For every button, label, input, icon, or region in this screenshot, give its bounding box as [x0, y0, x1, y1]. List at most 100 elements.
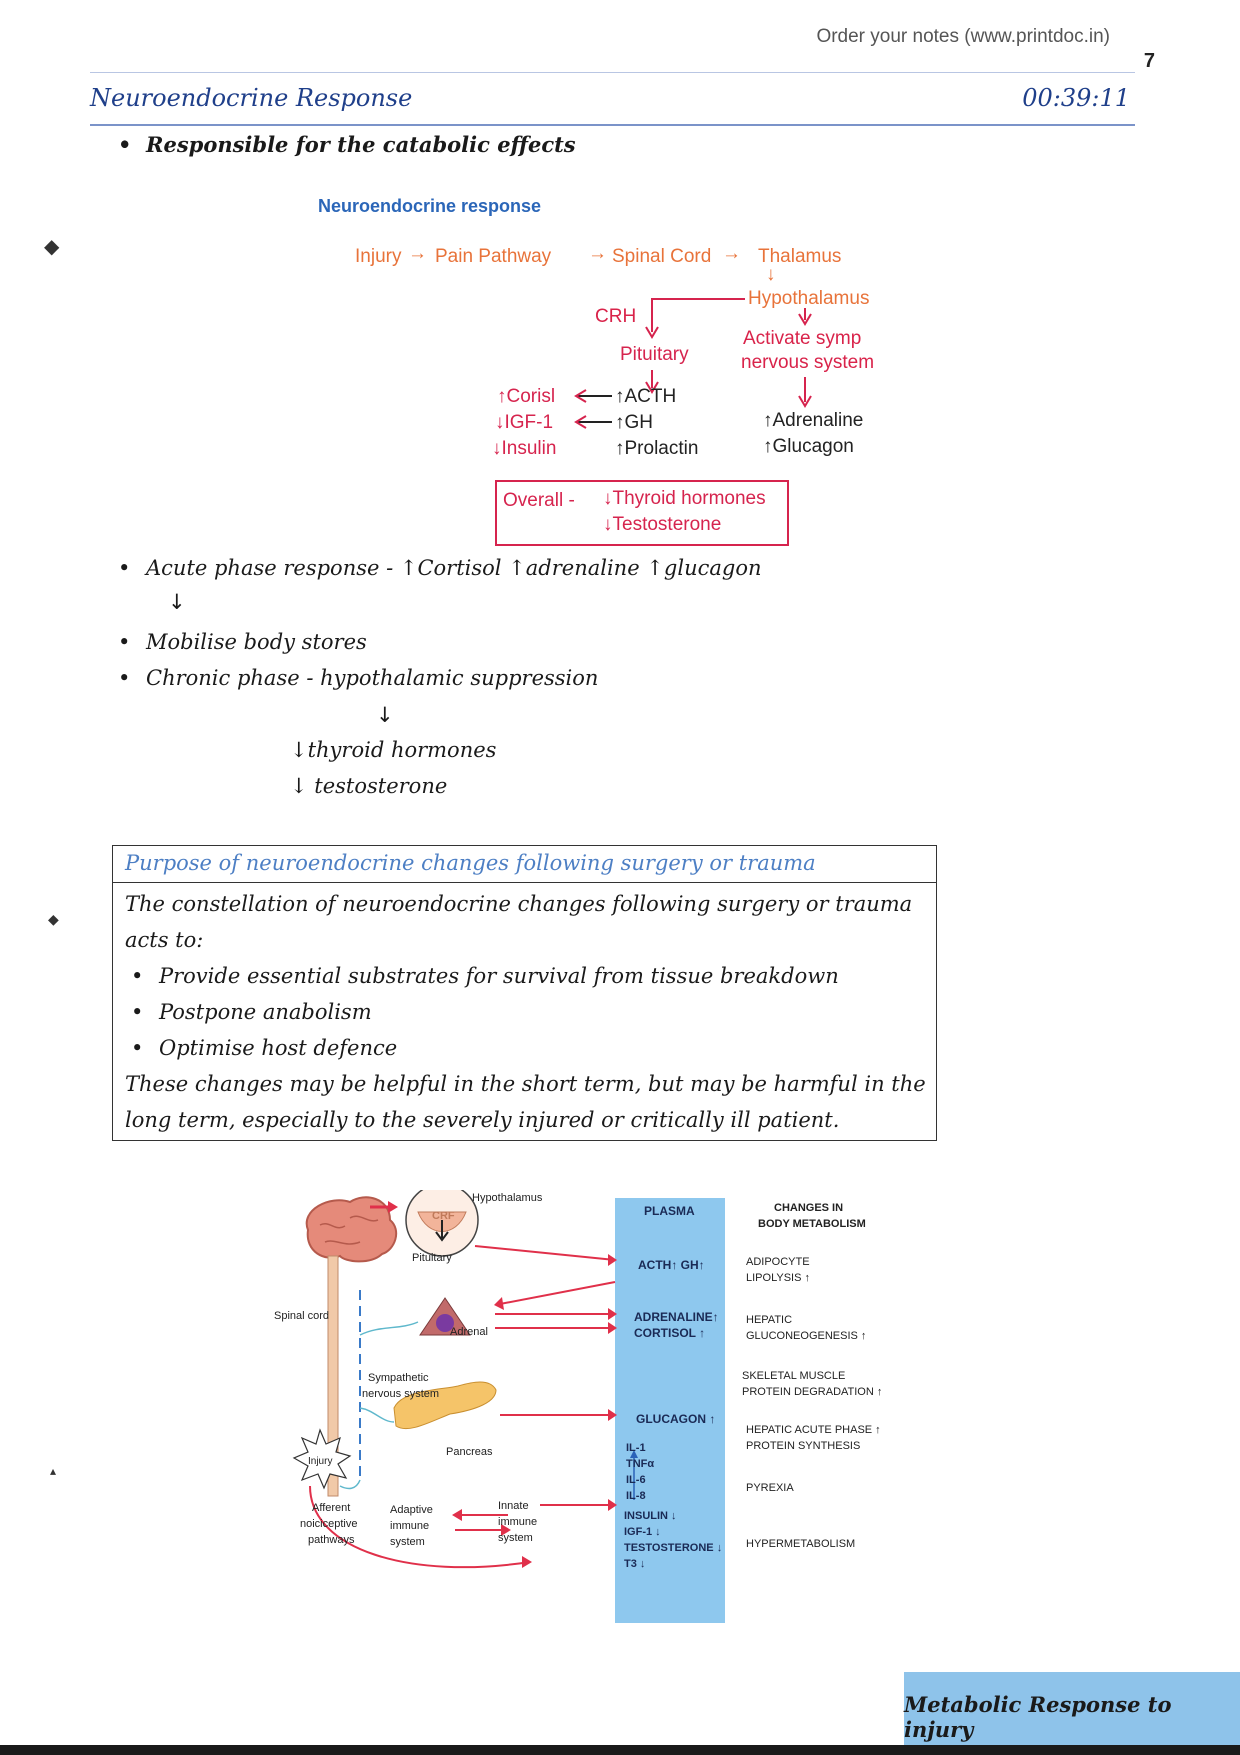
- fig-il1: IL-1: [626, 1442, 646, 1454]
- fig-glucagon: GLUCAGON ↑: [636, 1412, 716, 1426]
- flow-pituitary: Pituitary: [620, 344, 689, 365]
- purpose-line-1: The constellation of neuroendocrine chan…: [125, 892, 913, 916]
- flow-arrow-icon: →: [722, 243, 741, 264]
- acute-phase-bullet: Acute phase response - ↑Cortisol ↑adrena…: [118, 556, 762, 580]
- fig-pancreas: Pancreas: [446, 1446, 493, 1458]
- fig-il8: IL-8: [626, 1490, 646, 1502]
- purpose-line-2: acts to:: [125, 928, 204, 952]
- flow-prolactin: ↑Prolactin: [615, 438, 699, 459]
- neuroendocrine-figure: Hypothalamus CRF Pituitary Spinal cord A…: [274, 1190, 930, 1630]
- plasma-column: [615, 1198, 725, 1623]
- fig-hepatic: HEPATIC: [746, 1314, 793, 1326]
- neuroendocrine-flow-diagram: Neuroendocrine response Injury → Pain Pa…: [300, 190, 920, 550]
- scan-mark: ◆: [48, 912, 59, 928]
- flow-injury: Injury: [355, 246, 402, 267]
- flow-igf: ↓IGF-1: [495, 412, 554, 433]
- flow-cortisol: ↑Corisl: [497, 386, 556, 407]
- timestamp: 00:39:11: [1022, 84, 1130, 112]
- fig-adrenaline: ADRENALINE↑: [634, 1310, 719, 1324]
- flow-spinal: Spinal Cord: [612, 246, 712, 267]
- page-number: 7: [1143, 50, 1155, 72]
- overall-testosterone: ↓Testosterone: [603, 514, 722, 535]
- fig-plasma: PLASMA: [644, 1204, 695, 1218]
- top-rule: [90, 72, 1135, 73]
- overall-thyroid: ↓Thyroid hormones: [603, 488, 766, 509]
- mobilise-bullet: Mobilise body stores: [118, 630, 367, 654]
- fig-protein-degradation: PROTEIN DEGRADATION ↑: [742, 1386, 883, 1398]
- flow-arrow-icon: →: [588, 243, 607, 264]
- fig-acth-gh: ACTH↑ GH↑: [638, 1258, 705, 1272]
- fig-hypermetabolism: HYPERMETABOLISM: [746, 1538, 856, 1550]
- purpose-item: Provide essential substrates for surviva…: [131, 964, 839, 988]
- fig-gluconeogenesis: GLUCONEOGENESIS ↑: [746, 1330, 867, 1342]
- flow-symp-2: nervous system: [741, 352, 875, 373]
- fig-afferent-2: noiciceptive: [300, 1518, 358, 1530]
- chronic-testosterone: ↓ testosterone: [290, 774, 448, 798]
- flow-arrow-icon: →: [408, 243, 427, 264]
- overall-box: Overall - ↓Thyroid hormones ↓Testosteron…: [495, 480, 789, 546]
- down-arrow-icon: ↓: [376, 703, 394, 727]
- header-site: Order your notes (www.printdoc.in): [816, 26, 1110, 47]
- fig-innate-1: Innate: [498, 1500, 529, 1512]
- flow-crh: CRH: [595, 306, 637, 327]
- purpose-item: Optimise host defence: [131, 1036, 397, 1060]
- purpose-item: Postpone anabolism: [131, 1000, 372, 1024]
- fig-hepatic-acute: HEPATIC ACUTE PHASE ↑: [746, 1424, 881, 1436]
- fig-t3: T3 ↓: [624, 1558, 646, 1570]
- figure-drawing: [292, 1190, 725, 1623]
- fig-lipolysis: LIPOLYSIS ↑: [746, 1272, 810, 1284]
- fig-injury: Injury: [308, 1456, 333, 1467]
- fig-skeletal: SKELETAL MUSCLE: [742, 1370, 846, 1382]
- fig-spinal-cord: Spinal cord: [274, 1310, 330, 1322]
- fig-protein-synthesis: PROTEIN SYNTHESIS: [746, 1440, 861, 1452]
- purpose-heading: Purpose of neuroendocrine changes follow…: [125, 851, 816, 875]
- page-title: Neuroendocrine Response: [90, 84, 413, 112]
- flow-glucagon: ↑Glucagon: [763, 436, 854, 457]
- fig-adaptive-3: system: [390, 1536, 425, 1548]
- title-rule: [90, 124, 1135, 126]
- flow-adrenaline: ↑Adrenaline: [763, 410, 864, 431]
- flow-connectors: [574, 298, 812, 429]
- fig-adrenal: Adrenal: [450, 1326, 488, 1338]
- title-row: Neuroendocrine Response 00:39:11: [90, 84, 1130, 124]
- fig-adipocyte: ADIPOCYTE: [746, 1256, 810, 1268]
- intro-bullet: Responsible for the catabolic effects: [118, 132, 576, 157]
- fig-afferent-3: pathways: [308, 1534, 355, 1546]
- fig-il6: IL-6: [626, 1474, 646, 1486]
- purpose-box: Purpose of neuroendocrine changes follow…: [112, 845, 937, 1141]
- fig-changes-2: BODY METABOLISM: [758, 1218, 866, 1230]
- fig-tnf: TNFα: [626, 1458, 655, 1470]
- fig-cortisol: CORTISOL ↑: [634, 1326, 706, 1340]
- purpose-closing-2: long term, especially to the severely in…: [125, 1108, 840, 1132]
- bottom-bar: [0, 1745, 1240, 1755]
- fig-symp-1: Sympathetic: [368, 1372, 429, 1384]
- fig-innate-2: immune: [498, 1516, 538, 1528]
- scan-mark: ◆: [44, 234, 60, 258]
- injury-icon: [292, 1428, 352, 1490]
- fig-innate-3: system: [498, 1532, 533, 1544]
- footer-tab: Metabolic Response to injury: [904, 1672, 1240, 1745]
- fig-pituitary: Pituitary: [412, 1252, 452, 1264]
- chronic-phase-bullet: Chronic phase - hypothalamic suppression: [118, 666, 598, 690]
- overall-label: Overall -: [503, 490, 575, 511]
- purpose-heading-row: Purpose of neuroendocrine changes follow…: [113, 846, 936, 883]
- fig-adaptive-1: Adaptive: [390, 1504, 433, 1516]
- flow-pain: Pain Pathway: [435, 246, 552, 267]
- down-arrow-icon: ↓: [168, 590, 186, 614]
- flow-hypothalamus: Hypothalamus: [748, 288, 870, 309]
- pancreas-icon: [393, 1381, 497, 1430]
- flow-insulin: ↓Insulin: [492, 438, 557, 459]
- fig-insulin: INSULIN ↓: [624, 1510, 677, 1522]
- purpose-closing-1: These changes may be helpful in the shor…: [125, 1072, 926, 1096]
- fig-pyrexia: PYREXIA: [746, 1482, 794, 1494]
- fig-igf: IGF-1 ↓: [624, 1526, 661, 1538]
- spinal-cord-icon: [327, 1255, 339, 1497]
- fig-adaptive-2: immune: [390, 1520, 430, 1532]
- fig-hypothalamus: Hypothalamus: [472, 1192, 543, 1204]
- flow-down-arrow-icon: ↓: [766, 264, 776, 285]
- fig-changes-1: CHANGES IN: [774, 1202, 844, 1214]
- fig-crf: CRF: [432, 1210, 455, 1222]
- flow-symp-1: Activate symp: [743, 328, 862, 349]
- scan-mark: ▴: [50, 1464, 57, 1478]
- footer-label: Metabolic Response to injury: [904, 1692, 1172, 1742]
